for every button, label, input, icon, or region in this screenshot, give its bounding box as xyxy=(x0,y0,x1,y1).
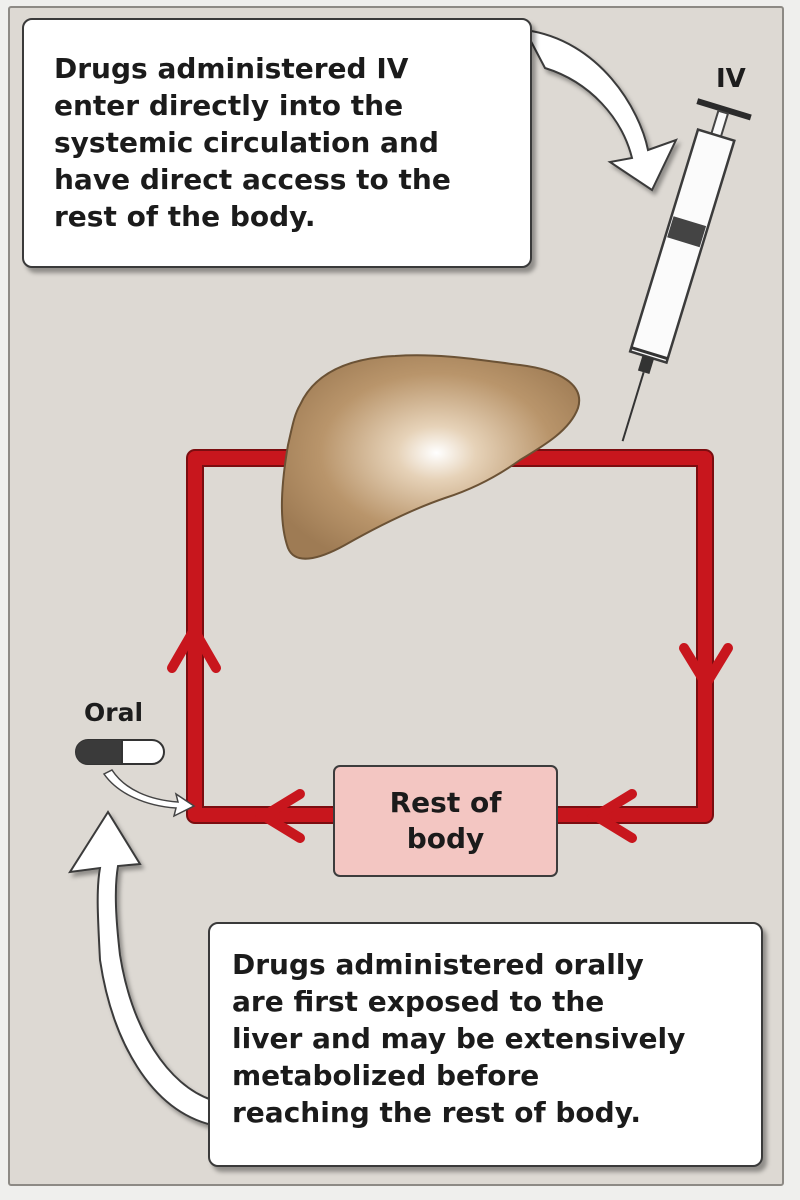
circulation-arrow-left-side xyxy=(167,620,221,673)
circulation-arrow-bottom-left xyxy=(254,789,305,843)
syringe-icon xyxy=(621,98,752,442)
circulation-loop xyxy=(186,449,714,824)
iv-label: IV xyxy=(716,64,746,94)
circulation-arrow-right-side xyxy=(679,643,733,694)
oral-callout: Drugs administered orally are first expo… xyxy=(208,922,763,1167)
oral-callout-arrow xyxy=(68,810,213,1127)
oral-label: Oral xyxy=(84,698,144,727)
oral-small-arrow xyxy=(102,769,196,818)
capsule-icon xyxy=(75,739,165,765)
rest-of-body-label: Rest of body xyxy=(389,786,502,855)
iv-callout: Drugs administered IV enter directly int… xyxy=(22,18,532,268)
oral-callout-text: Drugs administered orally are first expo… xyxy=(232,948,686,1129)
circulation-arrow-bottom-right xyxy=(586,789,637,843)
iv-callout-text: Drugs administered IV enter directly int… xyxy=(54,52,451,233)
liver-icon xyxy=(280,354,581,560)
iv-callout-arrow xyxy=(523,28,678,192)
rest-of-body-box: Rest of body xyxy=(333,765,558,877)
